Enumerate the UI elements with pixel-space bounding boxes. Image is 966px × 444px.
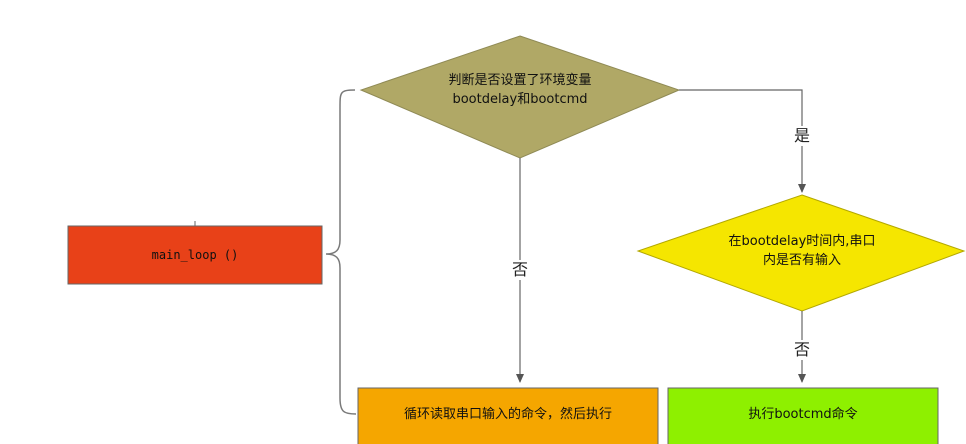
- serial-decision-text: 在bootdelay时间内,串口 内是否有输入: [682, 224, 922, 278]
- main-loop-box: [67, 225, 323, 285]
- env-decision-line2: bootdelay和bootcmd: [452, 92, 588, 107]
- env-decision-line1: 判断是否设置了环境变量: [448, 73, 592, 88]
- edge-yes-label: 是: [792, 126, 813, 146]
- branch-brace: [325, 89, 357, 415]
- serial-decision-line2: 内是否有输入: [762, 253, 841, 268]
- read-cmd-box: [357, 387, 659, 444]
- main-loop-label: main_loop (): [151, 247, 239, 262]
- exec-bootcmd-box: [667, 387, 939, 444]
- edge-no-left-label: 否: [510, 260, 531, 280]
- read-cmd-label: 循环读取串口输入的命令，然后执行: [403, 406, 612, 422]
- exec-bootcmd-label: 执行bootcmd命令: [748, 406, 858, 422]
- env-decision-text: 判断是否设置了环境变量 bootdelay和bootcmd: [400, 62, 640, 118]
- serial-decision-line1: 在bootdelay时间内,串口: [728, 234, 876, 249]
- edge-no-right-label: 否: [792, 340, 813, 360]
- edge-yes: [679, 89, 806, 193]
